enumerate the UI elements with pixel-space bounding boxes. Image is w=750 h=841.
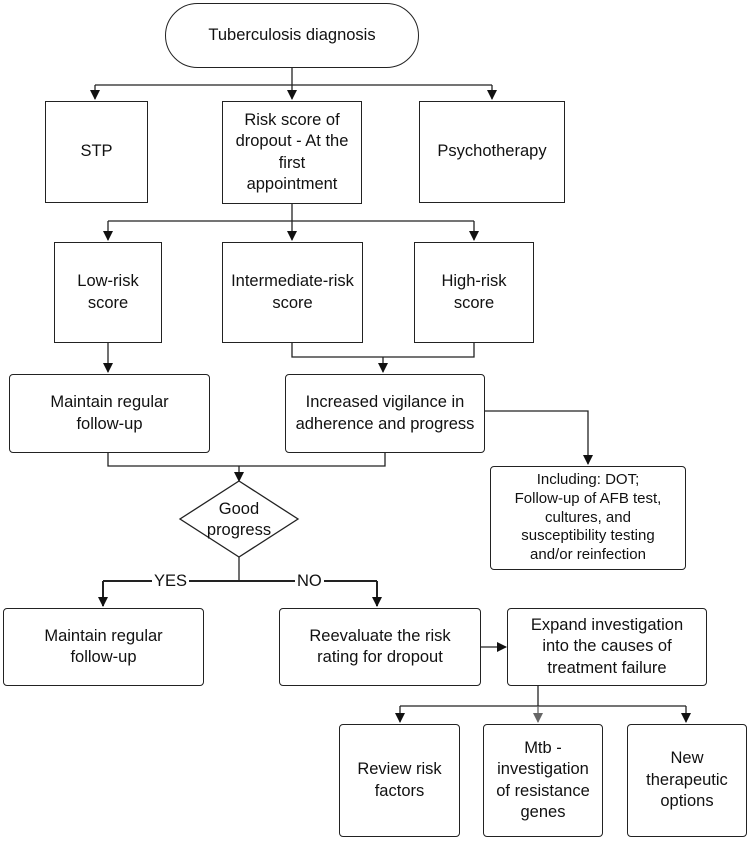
connector-intermediate-high-merge bbox=[291, 343, 475, 358]
risk-score-node: Risk score of dropout - At the first app… bbox=[222, 101, 362, 204]
stp-node: STP bbox=[45, 101, 148, 203]
review-risk-node: Review risk factors bbox=[339, 724, 460, 837]
mtb-investigation-node: Mtb - investigation of resistance genes bbox=[483, 724, 603, 837]
including-dot-node: Including: DOT; Follow-up of AFB test, c… bbox=[490, 466, 686, 570]
maintain-followup-node-1: Maintain regular follow-up bbox=[9, 374, 210, 453]
psychotherapy-node: Psychotherapy bbox=[419, 101, 565, 203]
yes-label: YES bbox=[152, 572, 190, 590]
arrow-vigilance-to-including bbox=[485, 410, 593, 465]
expand-investigation-node: Expand investigation into the causes of … bbox=[507, 608, 707, 686]
increased-vigilance-node: Increased vigilance in adherence and pro… bbox=[285, 374, 485, 453]
intermediate-risk-node: Intermediate-risk score bbox=[222, 242, 363, 343]
maintain-followup-node-2: Maintain regular follow-up bbox=[3, 608, 204, 686]
good-progress-diamond bbox=[178, 480, 300, 558]
no-label: NO bbox=[295, 572, 324, 590]
tuberculosis-diagnosis-node: Tuberculosis diagnosis bbox=[165, 3, 419, 68]
new-therapeutic-node: New therapeutic options bbox=[627, 724, 747, 837]
connector-to-good-progress bbox=[107, 453, 386, 467]
high-risk-node: High-risk score bbox=[414, 242, 534, 343]
reevaluate-node: Reevaluate the risk rating for dropout bbox=[279, 608, 481, 686]
good-progress-label: Good progress bbox=[206, 500, 272, 539]
low-risk-node: Low-risk score bbox=[54, 242, 162, 343]
